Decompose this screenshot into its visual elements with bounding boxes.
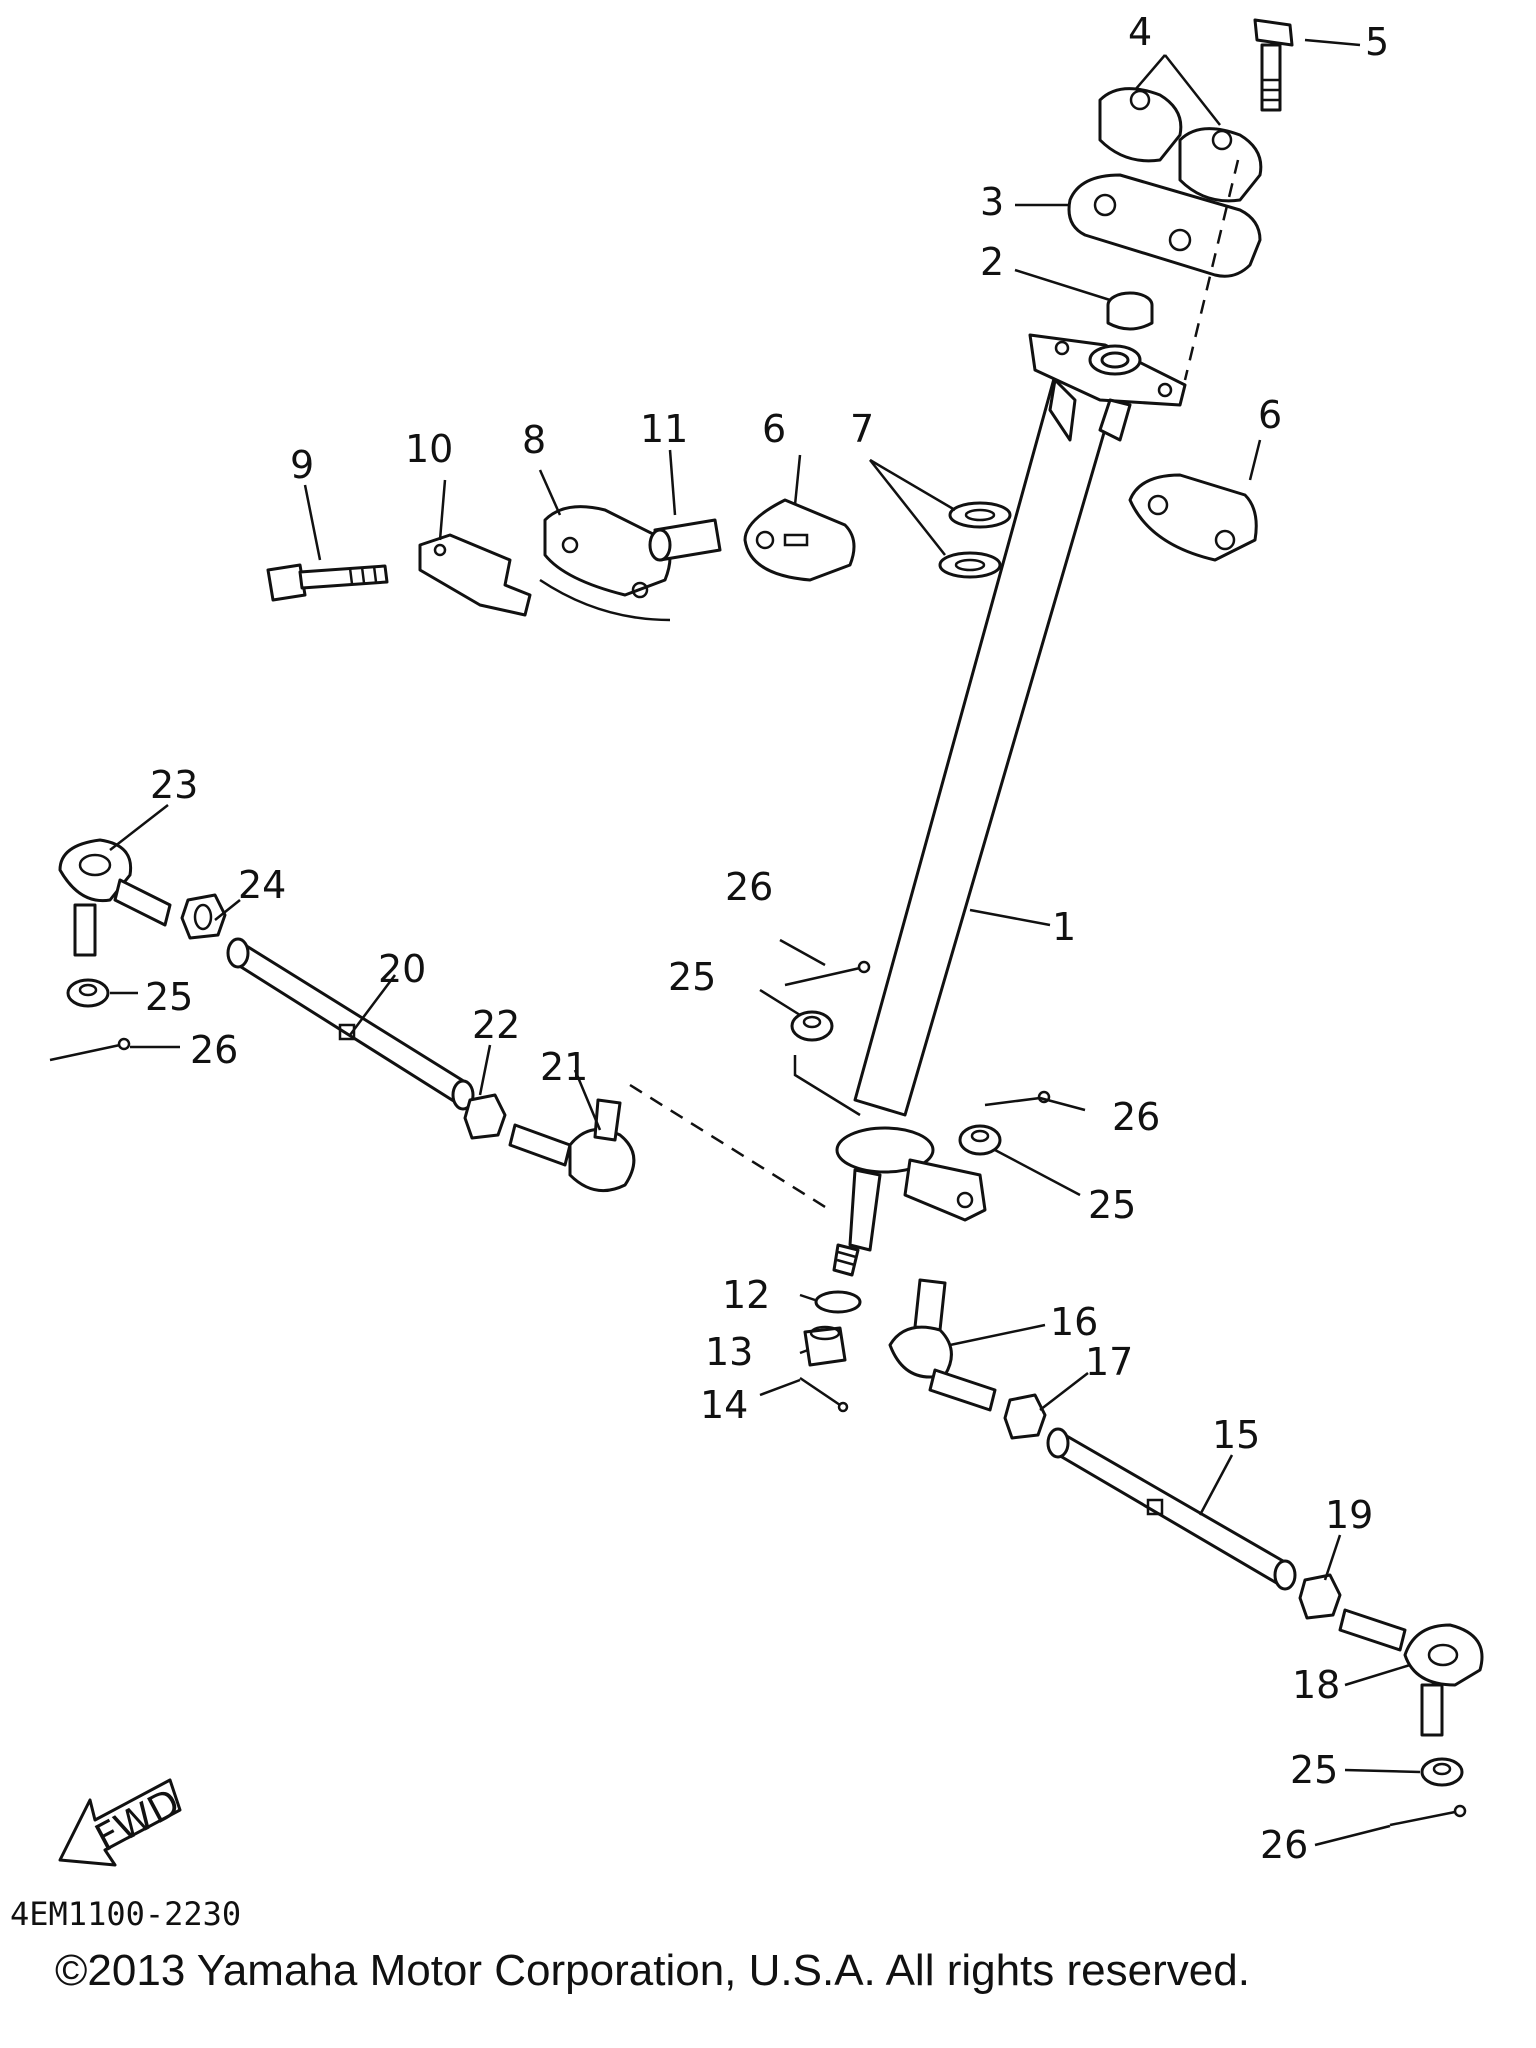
- part-number-5: 5: [1365, 20, 1389, 64]
- part-number-6-right: 6: [1258, 393, 1282, 437]
- washer-12: [814, 1290, 862, 1314]
- lock-nut-19: [1298, 1573, 1342, 1620]
- part-number-20: 20: [378, 947, 426, 991]
- part-number-16: 16: [1050, 1300, 1098, 1344]
- part-number-19: 19: [1325, 1493, 1373, 1537]
- part-number-4: 4: [1128, 10, 1152, 54]
- part-number-3: 3: [980, 180, 1004, 224]
- cotter-pin-left: [49, 1037, 131, 1062]
- part-number-25-center: 25: [668, 955, 716, 999]
- lock-nut-22: [463, 1093, 507, 1140]
- part-number-8: 8: [522, 418, 546, 462]
- tie-rod-end-right-inner: [888, 1278, 997, 1412]
- handlebar-clamp-bolt: [1253, 18, 1294, 112]
- part-number-24: 24: [238, 863, 286, 907]
- lock-nut-17: [1003, 1393, 1047, 1440]
- handlebar-holder: [1067, 159, 1262, 381]
- cotter-pin-center: [784, 960, 871, 987]
- part-number-18: 18: [1292, 1663, 1340, 1707]
- cotter-pin-right: [1389, 1804, 1467, 1827]
- castle-nut-center: [790, 1010, 834, 1042]
- shaft-holder-left: [743, 498, 856, 582]
- tie-rod-end-right-outer: [1338, 1608, 1484, 1737]
- part-number-25-right: 25: [1290, 1748, 1338, 1792]
- part-number-26-right: 26: [1260, 1823, 1308, 1867]
- cotter-pin-shaft: [984, 1090, 1051, 1107]
- lock-nut-24: [180, 893, 227, 940]
- part-number-6-left: 6: [762, 407, 786, 451]
- shaft-holder-right: [1128, 473, 1258, 562]
- diagram-reference-code: 4EM1100-2230: [10, 1895, 241, 1933]
- bolt-9: [266, 563, 389, 602]
- part-number-11: 11: [640, 407, 688, 451]
- leader-lines: [109, 38, 1421, 1847]
- part-number-21: 21: [540, 1045, 588, 1089]
- part-number-15: 15: [1212, 1413, 1260, 1457]
- part-number-2: 2: [980, 240, 1004, 284]
- part-number-12: 12: [722, 1273, 770, 1317]
- forward-label: FWD: [88, 1780, 187, 1860]
- tie-rod-left: [226, 937, 475, 1111]
- bushing-pair-7: [938, 501, 1012, 579]
- castle-nut-left: [66, 978, 110, 1008]
- tie-rod-right: [1046, 1427, 1297, 1591]
- castle-nut-right: [1420, 1757, 1464, 1787]
- part-number-26-center: 26: [725, 865, 773, 909]
- spacer-2: [1106, 291, 1154, 331]
- part-number-17: 17: [1085, 1340, 1133, 1384]
- part-number-13: 13: [705, 1330, 753, 1374]
- part-number-25-shaft: 25: [1088, 1183, 1136, 1227]
- assembly-line-upper: [793, 1055, 861, 1117]
- part-number-26-left: 26: [190, 1028, 238, 1072]
- lock-washer-10: [418, 533, 532, 617]
- tie-rod-end-left-outer: [58, 838, 172, 957]
- part-number-9: 9: [290, 443, 314, 487]
- part-number-22: 22: [472, 1003, 520, 1047]
- cotter-pin-14: [799, 1376, 849, 1413]
- forward-direction-arrow: [58, 1778, 182, 1867]
- part-number-23: 23: [150, 763, 198, 807]
- handlebar-clamp-upper-pair: [1098, 87, 1263, 203]
- part-number-14: 14: [700, 1383, 748, 1427]
- part-number-1: 1: [1052, 905, 1076, 949]
- copyright-notice: ©2013 Yamaha Motor Corporation, U.S.A. A…: [55, 1946, 1250, 1995]
- part-number-26-shaft: 26: [1112, 1095, 1160, 1139]
- castle-nut-shaft: [958, 1124, 1002, 1156]
- part-number-25-left: 25: [145, 975, 193, 1019]
- part-number-labels: 1 2 3 4 5 6 6 7 8 9 10 11 12 13 14 15 16…: [145, 10, 1389, 1867]
- part-number-10: 10: [405, 427, 453, 471]
- assembly-line-left: [629, 1083, 831, 1212]
- tie-rod-end-left-inner: [508, 1098, 636, 1193]
- shaft-holder-bracket-8: [539, 505, 672, 622]
- collar-11: [648, 518, 722, 562]
- part-number-7: 7: [850, 407, 874, 451]
- nut-13: [803, 1325, 847, 1367]
- steering-shaft: [832, 333, 1187, 1277]
